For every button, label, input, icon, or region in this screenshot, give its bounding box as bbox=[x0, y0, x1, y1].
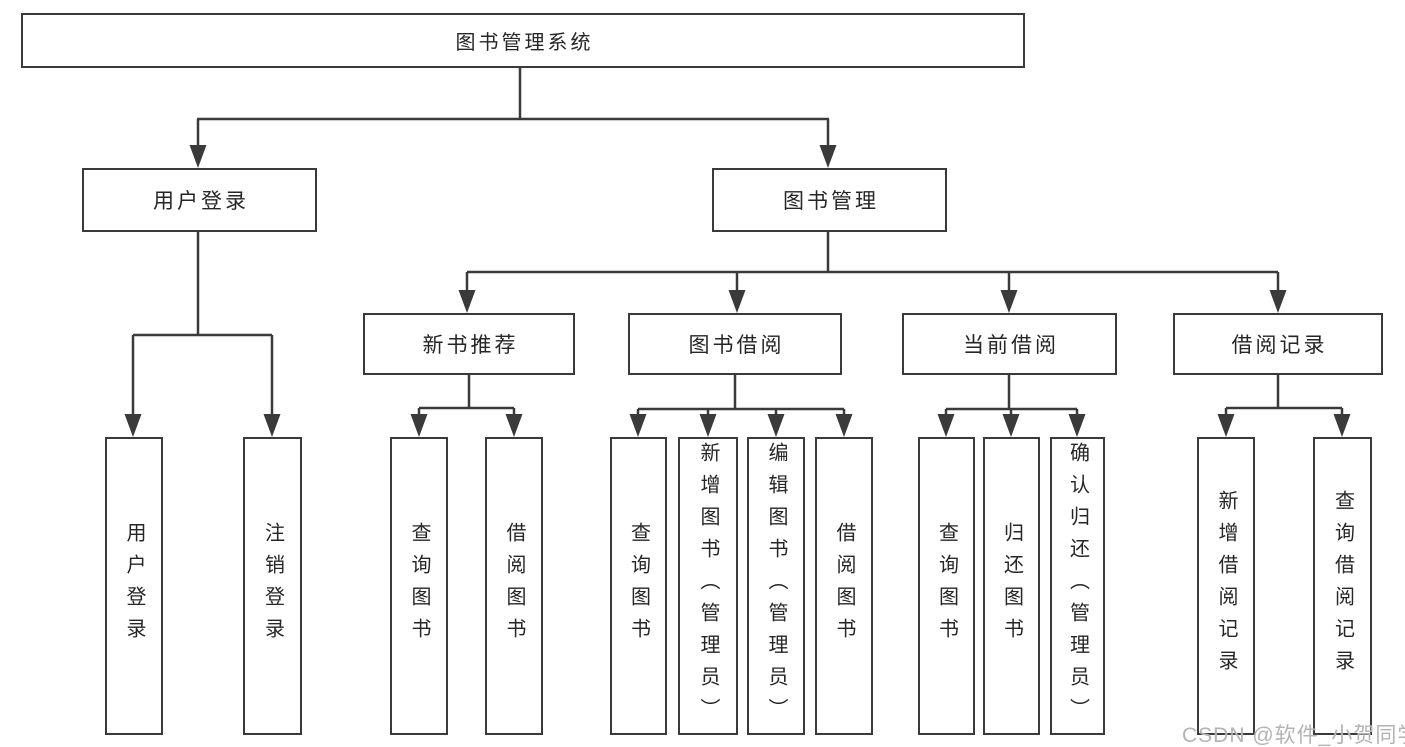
leaf-query-borrow-record: 查询借阅记录 bbox=[1313, 437, 1372, 735]
node-current-borrowing: 当前借阅 bbox=[902, 313, 1117, 375]
watermark: CSDN @软件_小贺同学 bbox=[1182, 724, 1405, 747]
node-user-login: 用户登录 bbox=[82, 168, 317, 232]
leaf-label: 查询借阅记录 bbox=[1331, 490, 1354, 682]
leaf-user-login: 用户登录 bbox=[105, 437, 163, 735]
leaf-borrow-books: 借阅图书 bbox=[815, 437, 873, 735]
leaf-query-books-borrowing: 查询图书 bbox=[610, 437, 667, 735]
leaf-label: 归还图书 bbox=[1000, 522, 1023, 650]
leaf-confirm-return-admin: 确认归还（管理员） bbox=[1050, 437, 1105, 735]
leaf-borrow-books-recommend: 借阅图书 bbox=[485, 437, 543, 735]
leaf-logout: 注销登录 bbox=[243, 437, 302, 735]
leaf-return-books: 归还图书 bbox=[983, 437, 1040, 735]
leaf-label: 借阅图书 bbox=[503, 522, 525, 650]
leaf-label: 注销登录 bbox=[261, 522, 284, 650]
node-book-borrowing: 图书借阅 bbox=[628, 313, 842, 375]
node-library-management-system: 图书管理系统 bbox=[21, 13, 1025, 68]
leaf-label: 新增借阅记录 bbox=[1215, 490, 1237, 682]
node-label: 图书管理 bbox=[783, 190, 879, 213]
leaf-query-books-current: 查询图书 bbox=[918, 437, 975, 735]
leaf-query-books-recommend: 查询图书 bbox=[390, 437, 448, 735]
leaf-label: 查询图书 bbox=[627, 522, 650, 650]
node-label: 借阅记录 bbox=[1231, 334, 1328, 357]
node-borrowing-records: 借阅记录 bbox=[1173, 313, 1383, 375]
node-label: 新书推荐 bbox=[422, 334, 519, 357]
node-label: 用户登录 bbox=[153, 190, 249, 213]
leaf-label: 确认归还（管理员） bbox=[1066, 442, 1089, 730]
node-label: 图书管理系统 bbox=[455, 32, 594, 54]
leaf-label: 编辑图书（管理员） bbox=[765, 442, 787, 730]
leaf-label: 借阅图书 bbox=[833, 522, 855, 650]
node-label: 当前借阅 bbox=[963, 334, 1059, 357]
node-label: 图书借阅 bbox=[688, 334, 785, 357]
leaf-label: 新增图书（管理员） bbox=[697, 442, 719, 730]
leaf-add-borrow-record: 新增借阅记录 bbox=[1197, 437, 1255, 735]
leaf-label: 用户登录 bbox=[123, 522, 145, 650]
leaf-label: 查询图书 bbox=[935, 522, 958, 650]
leaf-edit-books-admin: 编辑图书（管理员） bbox=[747, 437, 805, 735]
leaf-add-books-admin: 新增图书（管理员） bbox=[678, 437, 738, 735]
leaf-label: 查询图书 bbox=[408, 522, 430, 650]
node-book-management: 图书管理 bbox=[712, 168, 947, 232]
node-new-book-recommend: 新书推荐 bbox=[363, 313, 575, 375]
